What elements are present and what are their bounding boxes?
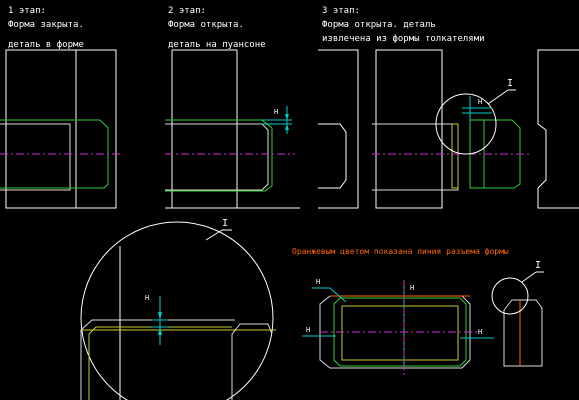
section-dim-right-label: H — [478, 328, 482, 336]
stage3-detail-circle — [435, 93, 497, 155]
stage3-detail-label: I — [507, 78, 513, 89]
section-dim-left-leader — [329, 287, 347, 303]
stage3-ejector — [451, 123, 459, 189]
stage3-right-mold — [537, 49, 579, 209]
stage2-dim-label: H — [274, 108, 278, 116]
small-detail-view: I — [491, 260, 544, 367]
stage1-title: 1 этап: — [8, 6, 46, 16]
stage2-view: H — [165, 49, 300, 209]
large-detail-leader — [205, 229, 223, 241]
stage2-part — [165, 119, 273, 192]
section-part-outline — [333, 297, 467, 367]
stage3-left-mold-cavity — [318, 123, 347, 189]
section-dim-top-label: H — [410, 284, 414, 292]
stage3-title: 3 этап: — [322, 6, 360, 16]
stage3-left-mold — [318, 49, 359, 209]
stage1-punch — [0, 123, 71, 191]
large-detail-label: I — [222, 218, 228, 229]
small-detail-circle — [491, 277, 529, 315]
stage1-part — [0, 119, 109, 189]
stage1-mold-outline — [5, 49, 117, 209]
small-detail-label: I — [535, 260, 541, 271]
large-detail-circle — [80, 221, 274, 400]
stage2-line1: Форма открыта. — [168, 20, 244, 30]
section-view: H H H H — [302, 278, 494, 378]
section-inner-cavity — [341, 305, 459, 361]
stage1-line1: Форма закрыта. — [8, 20, 84, 30]
section-dim-left2-label: H — [306, 326, 310, 334]
large-dim-label: H — [145, 294, 149, 302]
section-dim-left-label: H — [316, 278, 320, 286]
stage3-line2: извлечена из формы толкателями — [322, 34, 485, 44]
stage1-line2: деталь в форме — [8, 40, 84, 50]
small-detail-leader — [521, 271, 537, 283]
large-dim-arrow-top — [158, 312, 162, 320]
stage2-punch — [165, 123, 269, 191]
stage2-dim-arrow-top — [285, 114, 289, 120]
stage1-view — [0, 49, 120, 209]
section-body — [319, 295, 471, 369]
large-dim-arrow-bottom — [158, 327, 162, 335]
stage3-line1: Форма открыта. деталь — [322, 20, 436, 30]
stage3-detail-leader — [487, 89, 509, 105]
stage3-dim-label: H — [478, 98, 482, 106]
parting-line-note: Оранжевым цветом показана линия разъема … — [292, 247, 509, 256]
stage2-dim-arrow-bottom — [285, 124, 289, 130]
stage3-view: I H — [318, 49, 579, 209]
small-detail-part — [503, 299, 543, 367]
stage3-part — [469, 119, 521, 189]
stage2-title: 2 этап: — [168, 6, 206, 16]
stage3-middle-mold — [375, 49, 443, 209]
large-part-right — [231, 323, 273, 400]
detail-view-large: I H — [80, 218, 276, 400]
stage2-line2: деталь на пуансоне — [168, 40, 266, 50]
